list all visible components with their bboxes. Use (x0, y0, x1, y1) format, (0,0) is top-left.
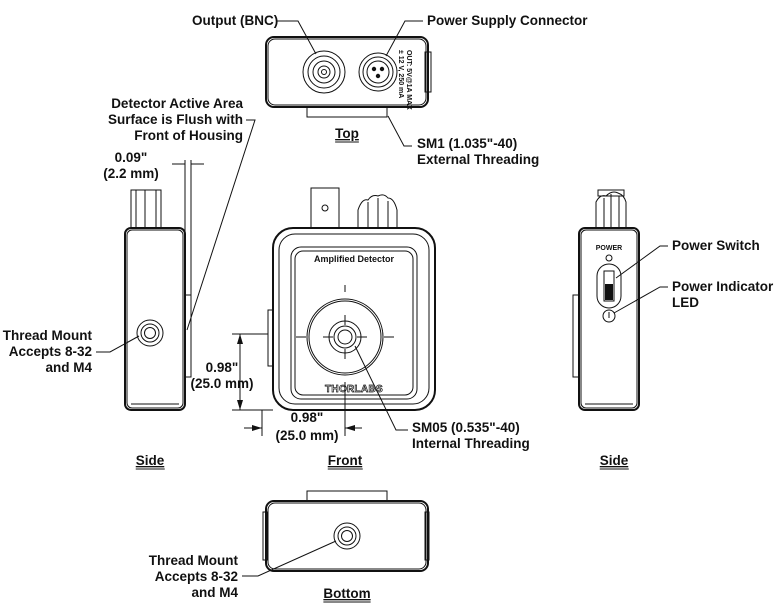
leader-power-led (613, 286, 668, 314)
front-side-tab (267, 309, 274, 367)
left-front-flange (184, 294, 192, 378)
power-switch-recess (596, 263, 622, 309)
dim-vert-mm: (25.0 mm) (190, 376, 253, 391)
leader-sm05 (354, 345, 408, 431)
bottom-sm1-flange (306, 490, 388, 502)
right-side-view: POWER Side (572, 189, 640, 470)
callout-thread-bottom-line3: and M4 (191, 585, 238, 600)
left-side-view: Side (124, 160, 204, 470)
bottom-view: Bottom (262, 490, 430, 603)
bottom-side-tab-right (424, 511, 430, 561)
leader-thread-bottom (242, 540, 337, 577)
power-led (602, 309, 616, 323)
callout-power-supply: Power Supply Connector (427, 13, 588, 28)
top-label-line2: ± 12 V, 250 mA (397, 50, 404, 98)
front-title: Amplified Detector (314, 254, 395, 264)
dim-horiz-in: 0.98" (291, 410, 324, 425)
leader-sm1 (387, 115, 412, 147)
callout-sm05-line1: SM05 (0.535"-40) (412, 420, 520, 435)
bottom-side-tab-left (262, 511, 268, 561)
callout-sm1-line2: External Threading (417, 152, 539, 167)
front-logo: THORLABS (325, 384, 383, 395)
leader-output (276, 20, 317, 55)
dim-flush-in: 0.09" (115, 150, 148, 165)
top-housing-inner (267, 38, 427, 106)
power-label: POWER (596, 245, 622, 252)
dim-horiz-mm: (25.0 mm) (275, 428, 338, 443)
leader-power-supply (385, 20, 423, 57)
callout-sm05-line2: Internal Threading (412, 436, 530, 451)
top-label-line1: OUT: 5V@1A MAX (405, 50, 412, 110)
top-bnc-connector (302, 50, 346, 94)
top-sm1-flange (306, 106, 388, 118)
top-power-connector (358, 52, 398, 92)
callout-thread-bottom-line2: Accepts 8-32 (155, 569, 238, 584)
callout-thread-side-line2: Accepts 8-32 (9, 344, 92, 359)
dim-vert-in: 0.98" (206, 360, 239, 375)
callout-power-led-line1: Power Indicator (672, 279, 774, 294)
callout-output-bnc: Output (BNC) (192, 13, 278, 28)
leader-detector (186, 119, 256, 331)
leader-power-switch (615, 245, 668, 279)
callout-thread-bottom-line1: Thread Mount (149, 553, 239, 568)
front-aperture (306, 298, 384, 376)
callout-thread-side-line3: and M4 (45, 360, 92, 375)
power-switch (603, 270, 615, 302)
front-bnc (310, 187, 340, 229)
leader-thread-side (96, 335, 140, 353)
power-label-dot (605, 254, 613, 262)
left-thread-mount-hole (136, 319, 164, 347)
bottom-thread-mount-hole (333, 522, 361, 550)
bottom-housing (265, 500, 429, 572)
view-label-top: Top (335, 126, 359, 141)
view-label-bottom: Bottom (323, 586, 370, 601)
dim-flush-mm: (2.2 mm) (103, 166, 159, 181)
callout-power-led-line2: LED (672, 295, 699, 310)
view-label-side-right: Side (600, 453, 629, 468)
front-view: Amplified Detector THORLABS (232, 187, 436, 470)
top-side-tab (424, 51, 432, 93)
top-view: OUT: 5V@1A MAX ± 12 V, 250 mA Top (265, 36, 432, 143)
front-face-panel (290, 246, 418, 400)
right-power-connector (595, 191, 627, 229)
right-front-flange (572, 294, 580, 378)
callout-detector-line2: Surface is Flush with (108, 112, 243, 127)
callout-thread-side-line1: Thread Mount (3, 328, 93, 343)
callout-detector-line1: Detector Active Area (111, 96, 243, 111)
view-label-side-left: Side (136, 453, 165, 468)
view-label-front: Front (328, 453, 363, 468)
front-power-connector (357, 194, 398, 229)
callout-detector-line3: Front of Housing (134, 128, 243, 143)
callout-sm1-line1: SM1 (1.035"-40) (417, 136, 517, 151)
callout-power-switch: Power Switch (672, 238, 760, 253)
left-housing (124, 227, 186, 411)
